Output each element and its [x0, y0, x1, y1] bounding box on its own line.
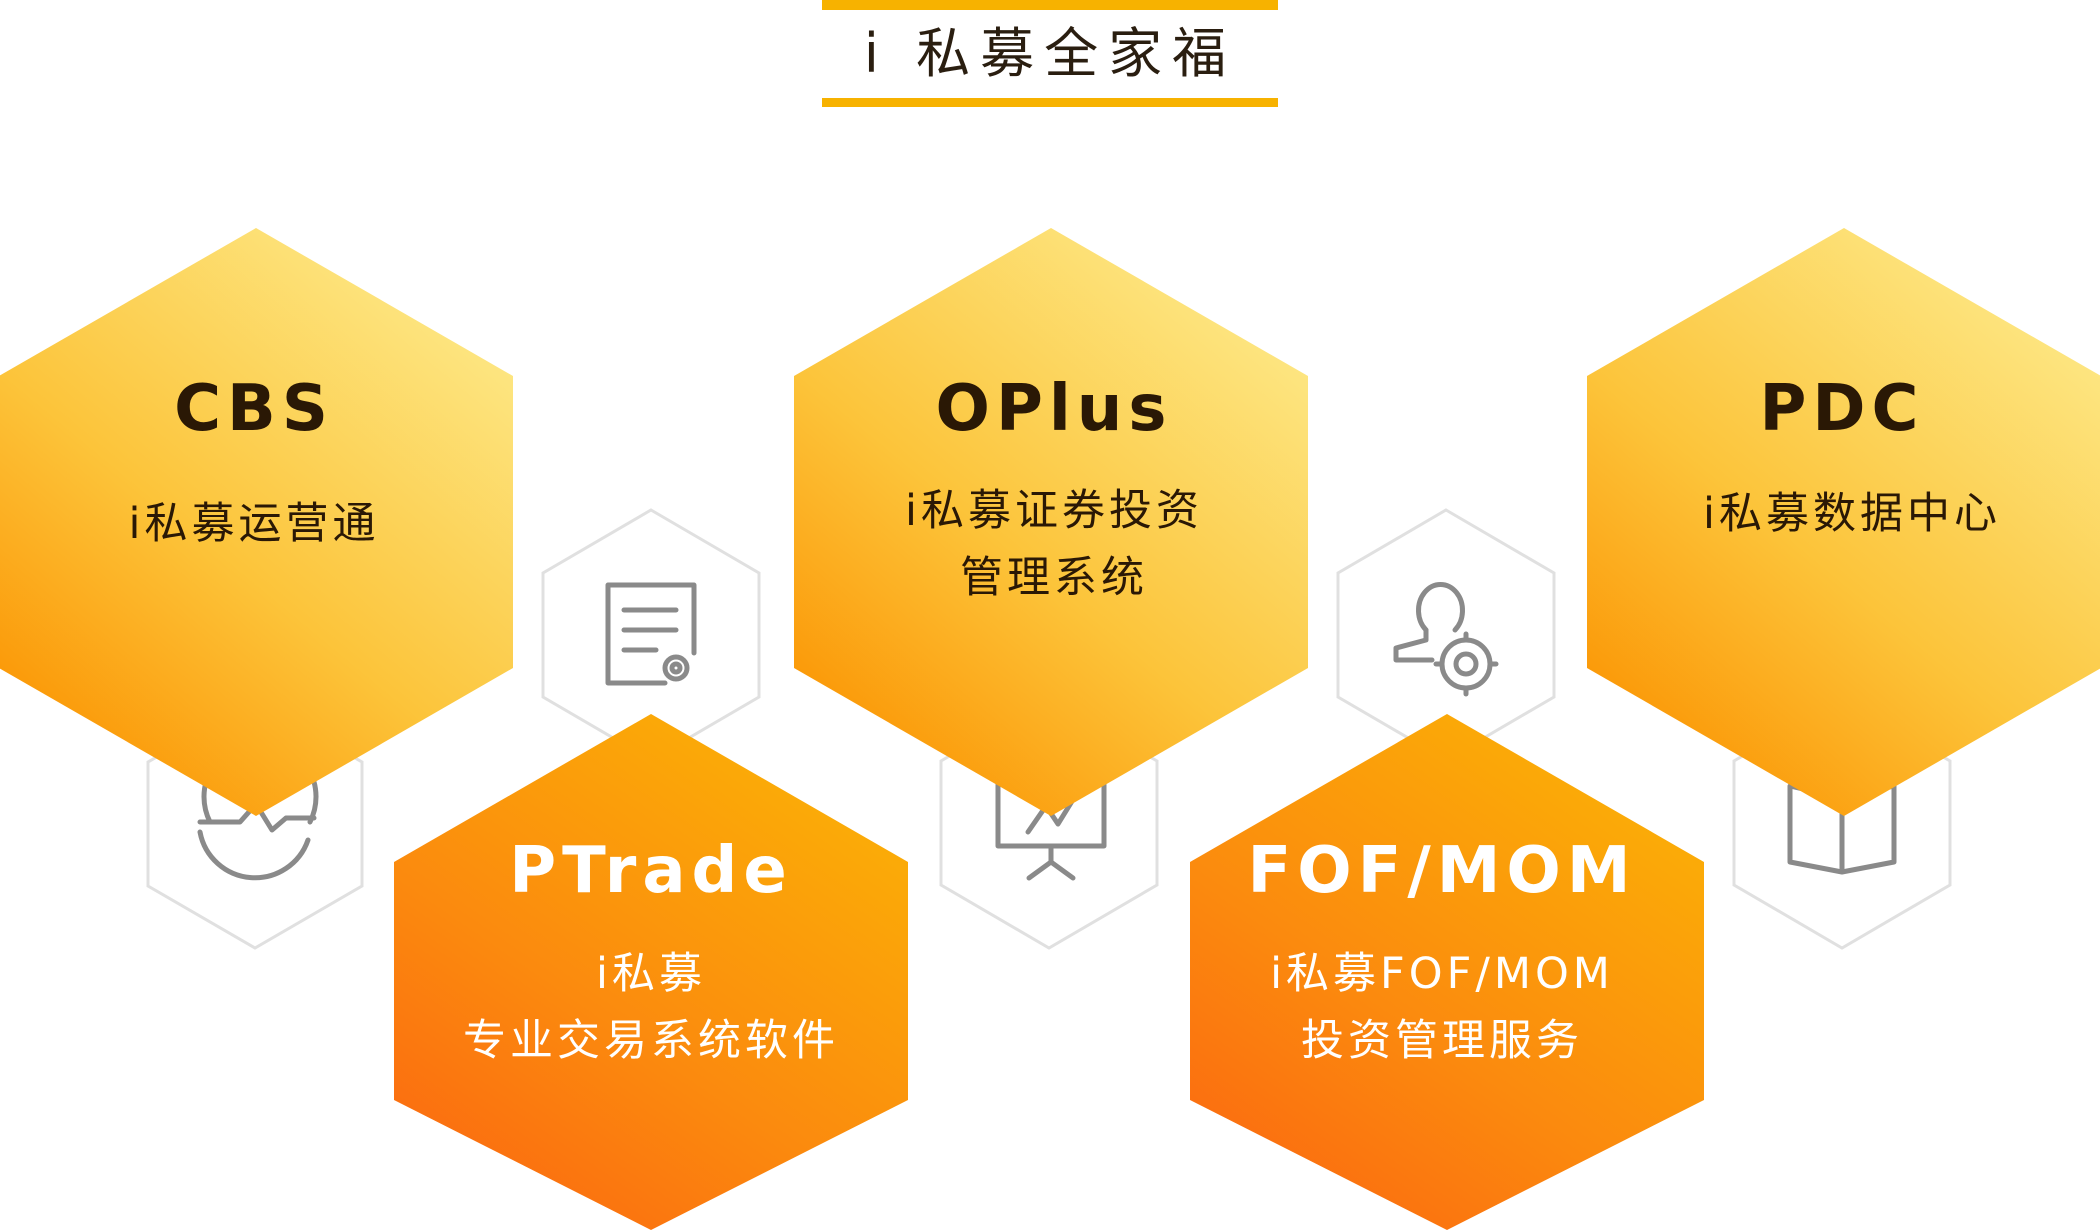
- product-desc-line: i私募运营通: [129, 499, 380, 549]
- product-desc-line: 专业交易系统软件: [463, 1016, 839, 1066]
- icon-hex-4: [1336, 508, 1556, 762]
- product-name: OPlus: [936, 372, 1173, 446]
- product-desc-line: 投资管理服务: [1301, 1016, 1583, 1066]
- product-desc-line: i私募FOF/MOM: [1270, 949, 1614, 999]
- header-bottom-bar: [822, 98, 1278, 107]
- user-settings-icon: [1393, 581, 1499, 697]
- product-hex-cbs: CBS i私募运营通: [0, 228, 513, 816]
- product-hex-fofmom: FOF/MOM i私募FOF/MOM 投资管理服务: [1190, 714, 1704, 1230]
- document-settings-icon: [605, 582, 697, 686]
- product-desc-line: 管理系统: [960, 553, 1148, 603]
- header-top-bar: [822, 0, 1278, 10]
- product-name: PDC: [1760, 372, 1925, 446]
- product-desc-line: i私募数据中心: [1703, 489, 2001, 539]
- product-desc-line: i私募证券投资: [905, 486, 1203, 536]
- product-desc-line: i私募: [596, 949, 706, 999]
- product-name: CBS: [174, 372, 334, 446]
- product-name: FOF/MOM: [1248, 834, 1637, 908]
- product-hex-pdc: PDC i私募数据中心: [1587, 228, 2100, 816]
- product-name: PTrade: [509, 834, 793, 908]
- page-header: i 私募全家福: [822, 0, 1278, 107]
- page-title: i 私募全家福: [864, 22, 1236, 85]
- product-hex-ptrade: PTrade i私募 专业交易系统软件: [394, 714, 908, 1230]
- product-hex-oplus: OPlus i私募证券投资 管理系统: [794, 228, 1308, 816]
- icon-hex-2: [541, 508, 761, 762]
